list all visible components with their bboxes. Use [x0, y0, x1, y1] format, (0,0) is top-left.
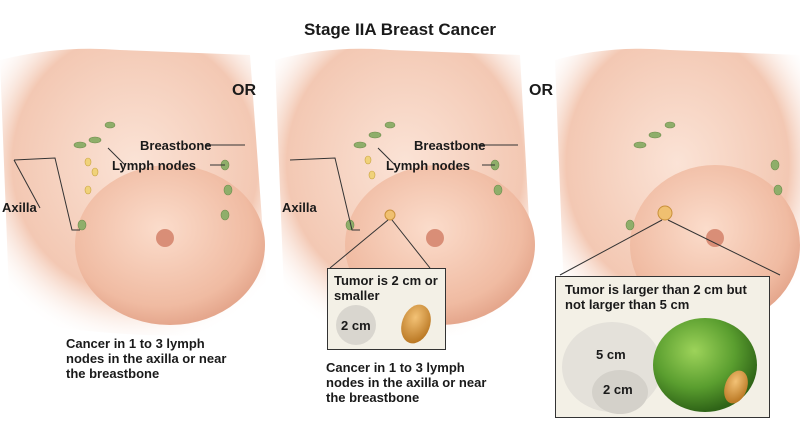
box-text-2: Tumor is 2 cm or smaller: [334, 273, 438, 303]
or-label-2: OR: [529, 82, 553, 99]
tumor-size-box-2: Tumor is 2 cm or smaller 2 cm: [327, 268, 446, 350]
lymph-nodes-label-2: Lymph nodes: [386, 158, 471, 173]
size-label-2cm: 2 cm: [603, 382, 633, 397]
lymph-nodes: [73, 121, 783, 231]
caption-2: Cancer in 1 to 3 lymph nodes in the axil…: [326, 360, 487, 405]
size-label-5cm: 5 cm: [596, 347, 626, 362]
breastbone-label-2: Breastbone: [414, 138, 486, 153]
axilla-label-2: Axilla: [282, 200, 317, 215]
lime-and-peanut-icon: [653, 318, 757, 412]
tumor-size-box-3: Tumor is larger than 2 cm but not larger…: [555, 276, 770, 418]
size-circle-2cm: [592, 370, 648, 414]
lymph-nodes-label-1: Lymph nodes: [112, 158, 197, 173]
affected-lymph-nodes: [84, 155, 376, 195]
size-label-2cm: 2 cm: [341, 318, 371, 333]
page-title: Stage IIA Breast Cancer: [303, 20, 497, 39]
axilla-label-1: Axilla: [2, 200, 37, 215]
tumor-large: [657, 205, 673, 221]
caption-1: Cancer in 1 to 3 lymph nodes in the axil…: [66, 336, 227, 381]
peanut-icon: [401, 304, 431, 344]
or-label-1: OR: [232, 82, 256, 99]
box-text-3: Tumor is larger than 2 cm but not larger…: [565, 282, 747, 312]
tumor-small: [384, 209, 396, 221]
leader-lines: [13, 144, 781, 276]
breastbone-label-1: Breastbone: [140, 138, 212, 153]
size-circle-2cm: [336, 305, 376, 345]
nipple-1: [156, 229, 174, 247]
torso-panel-1: [0, 48, 270, 336]
